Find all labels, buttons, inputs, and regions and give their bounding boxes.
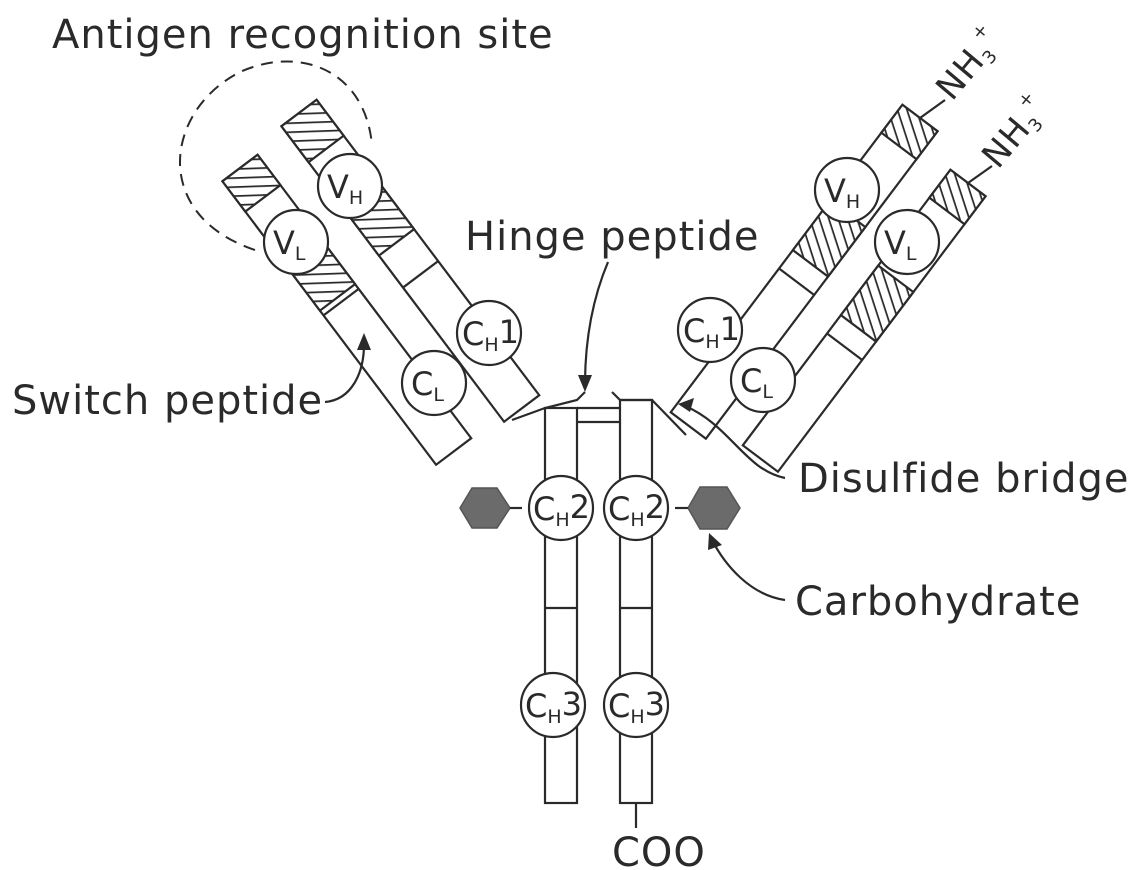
svg-text:NH3+: NH3+: [972, 87, 1058, 177]
nh3-label-b: NH3+: [972, 87, 1058, 177]
domain-left-ch2: CH2: [529, 476, 593, 540]
domain-left-vl: VL: [264, 210, 328, 274]
inter-heavy-disulfide: [577, 408, 620, 422]
domain-left-ch1: CH1: [457, 301, 521, 365]
domain-right-ch2: CH2: [604, 476, 668, 540]
domain-right-cl: CL: [731, 348, 795, 412]
hinge-arrow: [578, 262, 608, 392]
hinge-peptide-label: Hinge peptide: [465, 214, 759, 260]
stem-right: [620, 400, 652, 803]
domain-left-cl: CL: [402, 351, 466, 415]
antigen-site-label: Antigen recognition site: [52, 12, 554, 58]
domain-right-ch1: CH1: [678, 298, 742, 362]
carbohydrate-arrow: [708, 533, 785, 600]
domain-right-vh: VH: [815, 158, 879, 222]
domain-left-vh: VH: [318, 154, 382, 218]
stem-left: [545, 408, 577, 803]
carbohydrate-left-icon: [460, 488, 510, 528]
switch-peptide-label: Switch peptide: [12, 378, 323, 424]
domain-right-vl: VL: [875, 210, 939, 274]
domain-right-ch3: CH3: [604, 673, 668, 737]
nh3-label-a: NH3+: [926, 19, 1012, 109]
svg-text:NH3+: NH3+: [926, 19, 1012, 109]
carbohydrate-label: Carbohydrate: [795, 579, 1081, 625]
disulfide-bridge-label: Disulfide bridge: [798, 456, 1128, 502]
coo-label: COO: [612, 830, 706, 870]
carbohydrate-right-icon: [688, 487, 740, 529]
domain-left-ch3: CH3: [521, 673, 585, 737]
